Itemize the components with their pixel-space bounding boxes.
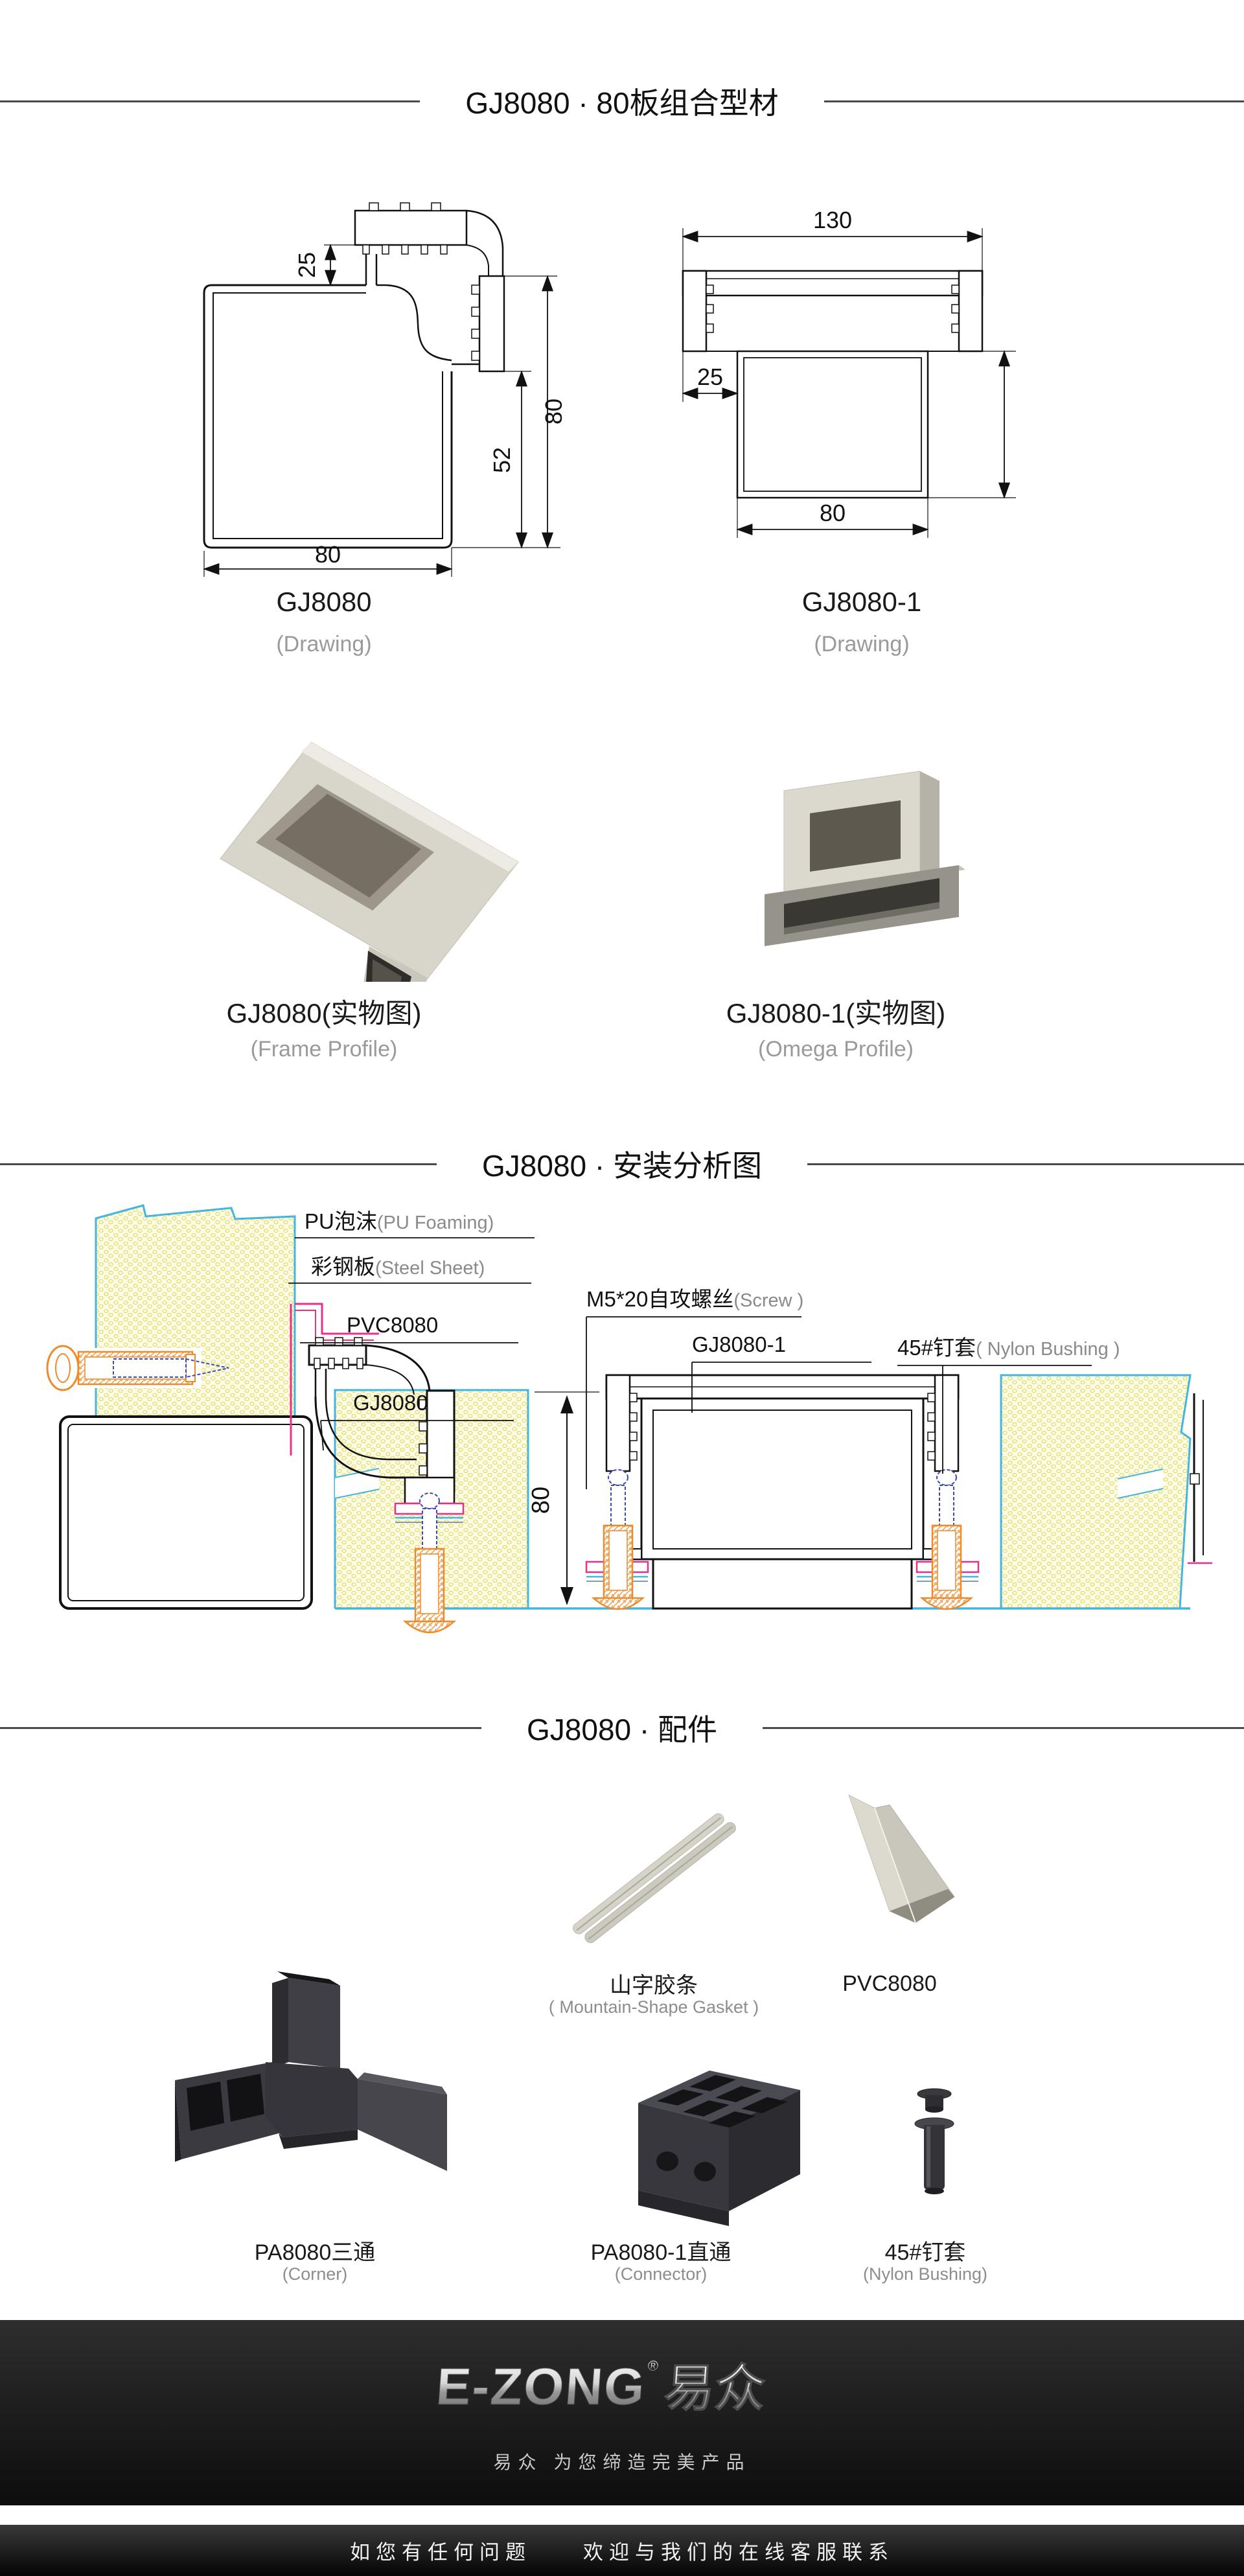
divider-line (807, 1163, 1244, 1165)
caption-connector-sub: (Connector) (614, 2264, 708, 2284)
screw-and-bushing (402, 1469, 974, 1634)
caption-photo-gj8080-1: GJ8080-1(实物图) (726, 998, 946, 1028)
dim-25: 25 (697, 364, 723, 390)
caption-pvc8080: PVC8080 (842, 1971, 937, 1996)
label-steel-sheet: 彩钢板(Steel Sheet) (311, 1255, 485, 1279)
logo-cn: 易众 (662, 2360, 767, 2417)
photo-mountain-gasket (573, 1813, 736, 1944)
dim-80-bottom: 80 (315, 541, 341, 568)
partial-profile-right-edge (1188, 1393, 1212, 1564)
divider-line (763, 1726, 1244, 1729)
label-pu-foam: PU泡沫(PU Foaming) (305, 1209, 494, 1233)
caption-gj8080: GJ8080 (276, 586, 372, 617)
gj8080-lower-box (59, 1415, 313, 1610)
section-header-accessories: GJ8080 · 配件 (0, 1705, 1244, 1750)
photo-gj8080-1-omega-profile (765, 771, 965, 946)
caption-gasket-sub: ( Mountain-Shape Gasket ) (548, 1997, 759, 2017)
divider-line (824, 100, 1244, 102)
caption-gj8080-sub: (Drawing) (276, 632, 372, 656)
svg-text:80: 80 (527, 1487, 555, 1514)
label-screw: M5*20自攻螺丝(Screw ) (586, 1287, 804, 1311)
caption-gj8080-1: GJ8080-1 (801, 586, 922, 617)
dim-80: 80 (820, 500, 846, 526)
section-header-profiles: GJ8080 · 80板组合型材 (0, 78, 1244, 124)
ezong-logo: E-ZONG ® 易众 (434, 2357, 768, 2417)
caption-photo-gj8080-1-sub: (Omega Profile) (758, 1037, 914, 1062)
logo-registered-icon: ® (647, 2358, 659, 2374)
label-pvc8080: PVC8080 (347, 1313, 439, 1337)
photo-pa8080-1-connector (638, 2071, 800, 2226)
caption-photo-gj8080-sub: (Frame Profile) (250, 1037, 398, 1062)
installation-diagram: 80 PU泡沫(PU Foaming) 彩钢板(Steel Sheet) PVC… (16, 1199, 1228, 1653)
divider-line (0, 100, 420, 102)
caption-gj8080-1-sub: (Drawing) (814, 632, 910, 656)
photo-nylon-bushing (914, 2088, 954, 2194)
logo-latin: E-ZONG (434, 2357, 647, 2415)
section-header-installation: GJ8080 · 安装分析图 (0, 1141, 1244, 1187)
dim-25: 25 (294, 252, 320, 278)
divider-line (0, 1726, 481, 1729)
caption-connector: PA8080-1直通 (590, 2240, 731, 2265)
pvc8080-strip (290, 1303, 379, 1456)
footer-tagline: 易众 为您缔造完美产品 (493, 2453, 751, 2473)
leader-lines (288, 1237, 1092, 1489)
foam-panel-right (1000, 1374, 1192, 1610)
caption-bushing: 45#钉套 (884, 2240, 966, 2265)
caption-corner: PA8080三通 (254, 2240, 376, 2265)
photo-pvc8080 (848, 1794, 955, 1923)
section-title-profiles: GJ8080 · 80板组合型材 (465, 86, 779, 120)
section-title-accessories: GJ8080 · 配件 (527, 1713, 717, 1746)
dim-80-right: 80 (540, 399, 564, 424)
cad-drawing-gj8080: 25 52 80 80 (203, 202, 564, 577)
footer-block: E-ZONG ® 易众 (0, 2320, 1244, 2505)
caption-bushing-sub: (Nylon Bushing) (862, 2264, 988, 2284)
label-gj8080: GJ8080 (353, 1391, 428, 1415)
cad-drawing-gj8080-1: 130 25 80 (682, 207, 1016, 538)
footer-service-text: 如您有任何问题 欢迎与我们的在线客服联系 (350, 2541, 894, 2564)
dimension-80: 80 (527, 1391, 599, 1605)
dim-52: 52 (489, 447, 515, 473)
photo-gj8080-frame-profile (220, 741, 519, 982)
caption-corner-sub: (Corner) (282, 2264, 348, 2284)
installation-diagram-drawing: 80 (46, 1204, 1212, 1634)
caption-gasket: 山字胶条 (610, 1973, 698, 1998)
label-gj8080-1: GJ8080-1 (692, 1332, 786, 1356)
section-title-installation: GJ8080 · 安装分析图 (482, 1149, 762, 1183)
label-nylon-bushing: 45#钉套( Nylon Bushing ) (897, 1336, 1120, 1360)
divider-line (0, 1163, 437, 1165)
dim-130: 130 (813, 207, 852, 233)
gj8080-1-profile-section (605, 1374, 960, 1561)
caption-photo-gj8080: GJ8080(实物图) (226, 998, 422, 1028)
expansion-anchor-left (46, 1345, 229, 1391)
gj8080-1-lower-box (652, 1558, 913, 1610)
footer-service-bar: 如您有任何问题 欢迎与我们的在线客服联系 (0, 2525, 1244, 2576)
photo-pa8080-corner (175, 1971, 447, 2171)
